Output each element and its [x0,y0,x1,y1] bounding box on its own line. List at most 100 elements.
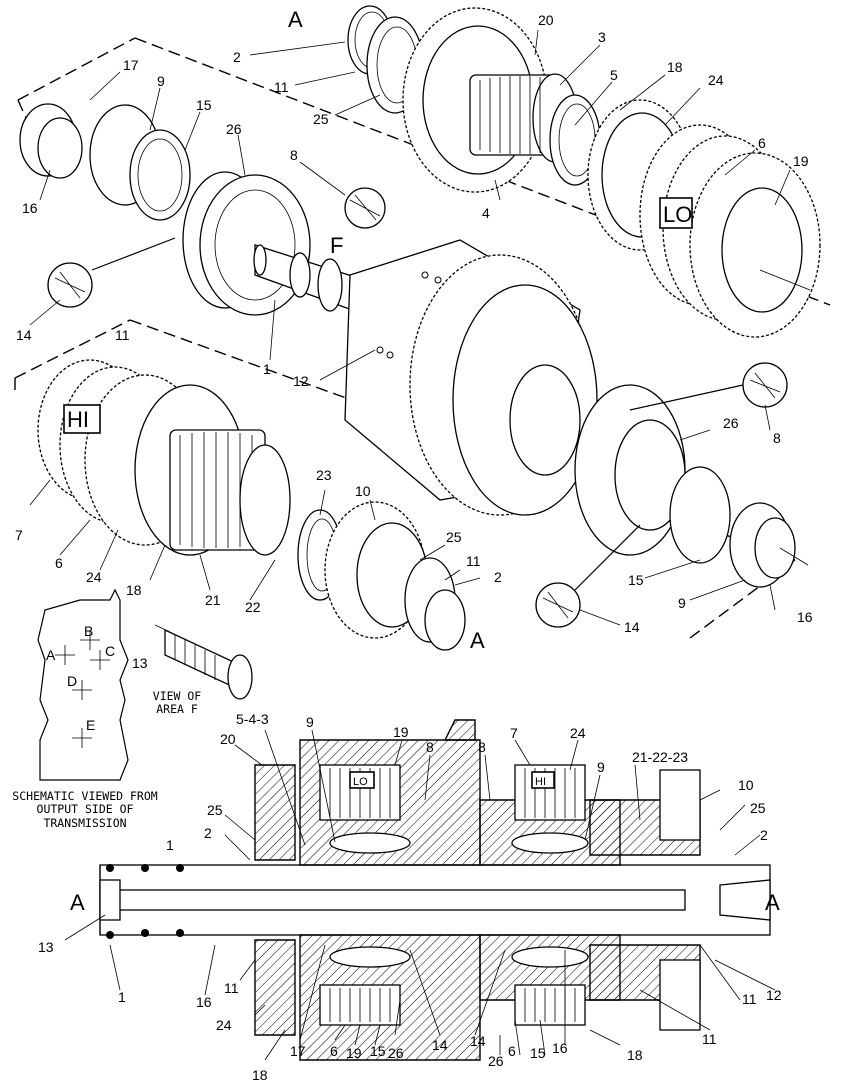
section-bottom-11b: 11 [702,1031,717,1047]
detail-circle-14-lower [535,524,641,628]
callout-12: 12 [293,373,309,389]
section-bottom-18b: 18 [627,1047,643,1063]
bearing-9-15 [89,104,191,221]
callout-3: 3 [598,29,606,45]
view-f-caption-line2: AREA F [156,702,198,716]
schematic-caption-line2: OUTPUT SIDE OF [37,802,134,816]
callout-4: 4 [482,205,490,221]
callout-20: 20 [538,12,554,28]
callout-16: 16 [22,200,38,216]
view-f-callout-13: 13 [132,655,148,671]
schematic-caption-line1: SCHEMATIC VIEWED FROM [12,789,157,803]
callout-right-8: 8 [773,430,781,446]
section-top-212223: 21-22-23 [632,749,688,765]
section-top-9b: 9 [597,759,605,775]
section-hi-label: HI [535,776,546,788]
callout-lower-23: 23 [316,467,332,483]
section-bottom-13: 13 [38,939,54,955]
lo-label: LO [663,202,692,227]
callout-f: F [330,233,343,258]
leader-lines [29,29,791,1061]
ring-17-16 [19,103,83,179]
callout-lower-10: 10 [355,483,371,499]
callout-5: 5 [610,67,618,83]
callout-right-14: 14 [624,619,640,635]
callout-18: 18 [667,59,683,75]
schematic-point-b: B [84,623,93,639]
section-top-25: 25 [207,802,223,818]
section-top-8b: 8 [478,739,486,755]
ring-25-11-2-lower [404,557,466,651]
section-bottom-1: 1 [118,989,126,1005]
section-top-25b: 25 [750,800,766,816]
callout-lower-a: A [470,628,485,653]
callout-top-a: A [288,7,303,32]
section-bottom-6b: 6 [508,1043,516,1059]
callout-14: 14 [16,327,32,343]
callout-11: 11 [274,79,289,95]
callout-19: 19 [793,153,809,169]
callout-25: 25 [313,111,329,127]
callout-9: 9 [157,73,165,89]
callout-1: 1 [263,361,271,377]
section-bottom-18: 18 [252,1067,268,1083]
callout-lower-22: 22 [245,599,261,615]
section-a-right: A [765,890,780,915]
section-top-1: 1 [166,837,174,853]
schematic-point-d: D [67,673,77,689]
callout-15: 15 [196,97,212,113]
ring-5 [549,94,601,186]
section-top-543: 5-4-3 [236,711,269,727]
callout-24: 24 [708,72,724,88]
section-bottom-6: 6 [330,1043,338,1059]
schematic-point-e: E [86,717,95,733]
schematic-point-c: C [105,643,115,659]
section-bottom-15b: 15 [530,1045,546,1061]
callout-lower-18: 18 [126,582,142,598]
callout-right-9: 9 [678,595,686,611]
callout-26: 26 [226,121,242,137]
section-a-left: A [70,890,85,915]
section-bottom-14b: 14 [470,1033,486,1049]
section-top-2: 2 [204,825,212,841]
section-bottom-12: 12 [766,987,782,1003]
callout-lower-25: 25 [446,529,462,545]
callout-right-16: 16 [797,609,813,625]
piston-26-upper [182,171,311,316]
section-callouts: A A 5-4-3 20 9 19 8 8 7 24 9 21-22-23 10… [38,711,782,1083]
view-of-area-f: 13 VIEW OF AREA F [132,624,253,716]
callout-6: 6 [758,135,766,151]
schematic-caption-line3: TRANSMISSION [43,816,126,830]
section-top-9: 9 [306,714,314,730]
section-view: LO HI [99,719,771,1061]
callout-lower-11: 11 [115,327,130,343]
section-lo-label: LO [353,776,368,788]
section-bottom-11: 11 [224,980,239,996]
section-bottom-26b: 26 [488,1053,504,1069]
callout-right-26: 26 [723,415,739,431]
callout-lower-7: 7 [15,527,23,543]
section-top-19: 19 [393,724,409,740]
section-bottom-16: 16 [196,994,212,1010]
section-bottom-11c: 11 [742,991,757,1007]
section-clutch-hi: HI [511,764,589,1026]
schematic-point-a: A [46,647,56,663]
view-f-caption-line1: VIEW OF [153,689,202,703]
callout-8: 8 [290,147,298,163]
hi-label: HI [67,407,89,432]
exploded-callouts: A 2 20 3 11 5 18 24 25 4 6 19 1 7 9 15 16… [15,7,813,653]
callout-right-15: 15 [628,572,644,588]
section-top-2b: 2 [760,827,768,843]
section-bottom-15: 15 [370,1043,386,1059]
section-top-20: 20 [220,731,236,747]
callout-lower-11b: 11 [466,553,481,569]
hi-label-box: HI [63,404,101,434]
callout-2: 2 [233,49,241,65]
drum-12 [344,239,598,516]
callout-lower-24: 24 [86,569,102,585]
section-top-24: 24 [570,725,586,741]
gear-10 [324,501,428,639]
section-top-10: 10 [738,777,754,793]
section-bottom-24: 24 [216,1017,232,1033]
